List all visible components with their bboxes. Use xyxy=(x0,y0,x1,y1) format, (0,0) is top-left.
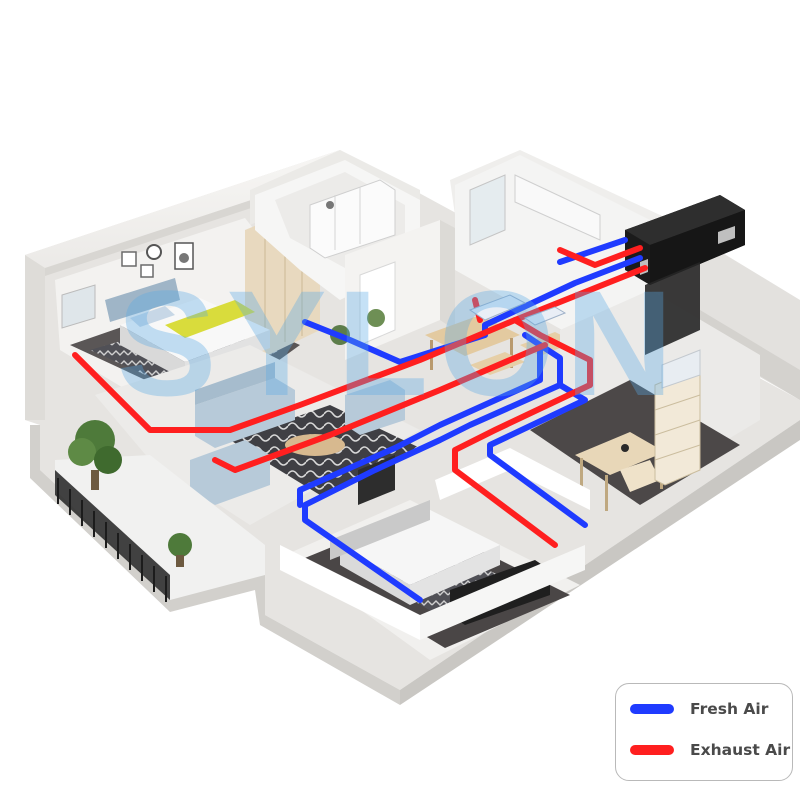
fresh-air-swatch xyxy=(630,704,674,714)
legend-label-exhaust-air: Exhaust Air xyxy=(690,741,791,759)
front-walls xyxy=(280,448,590,640)
study-room xyxy=(530,290,760,511)
balcony xyxy=(55,420,265,602)
utility-room xyxy=(455,155,650,340)
exhaust-air-swatch xyxy=(630,745,674,755)
legend-item-exhaust-air: Exhaust Air xyxy=(630,736,790,764)
ventilation-unit xyxy=(625,195,745,355)
legend-label-fresh-air: Fresh Air xyxy=(690,700,769,718)
watermark: SYLON xyxy=(117,259,684,427)
exhaust-air-ducts xyxy=(72,245,648,548)
legend: Fresh Air Exhaust Air xyxy=(615,683,793,781)
legend-item-fresh-air: Fresh Air xyxy=(630,695,768,723)
duct-junction-boxes xyxy=(468,294,567,326)
